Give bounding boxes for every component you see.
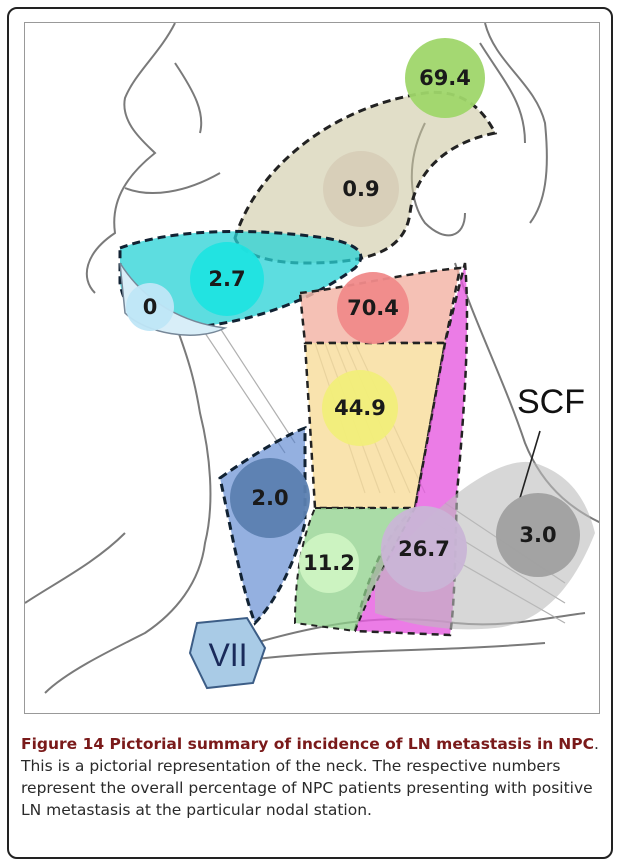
node-retropharyngeal-label: 69.4: [419, 66, 471, 90]
node-submandibular: 2.7: [190, 242, 264, 316]
node-mid-jugular-label: 44.9: [334, 396, 386, 420]
node-upper-jugular-circle: [337, 272, 409, 344]
node-mid-jugular-circle: [322, 370, 398, 446]
node-anterior-circle: [230, 458, 310, 538]
node-submandibular-circle: [190, 242, 264, 316]
node-submental: 0: [126, 283, 174, 331]
node-lower-jugular-label: 11.2: [303, 551, 355, 575]
scf-label: SCF: [517, 383, 585, 421]
node-anterior: 2.0: [230, 458, 310, 538]
node-upper-jugular: 70.4: [337, 272, 409, 344]
node-submandibular-label: 2.7: [208, 267, 245, 291]
node-supraclavicular-circle: [496, 493, 580, 577]
node-anterior-label: 2.0: [251, 486, 288, 510]
caption-text: . This is a pictorial representation of …: [21, 735, 599, 819]
node-upper-jugular-label: 70.4: [347, 296, 399, 320]
node-parotid: 0.9: [323, 151, 399, 227]
vii-label: VII: [208, 637, 247, 673]
vii-region: [188, 616, 267, 690]
node-submental-circle: [126, 283, 174, 331]
node-parotid-circle: [323, 151, 399, 227]
node-posterior: 26.7: [381, 506, 467, 592]
node-submental-label: 0: [143, 295, 158, 319]
caption-title: Figure 14 Pictorial summary of incidence…: [21, 735, 554, 753]
node-lower-jugular-circle: [299, 533, 359, 593]
neck-diagram: 0 2.7 0.9 69.4 70.4 44.9 2.0 11.2: [24, 22, 600, 714]
node-supraclavicular: 3.0: [496, 493, 580, 577]
caption-title-npc: NPC: [558, 735, 594, 753]
node-lower-jugular: 11.2: [299, 533, 359, 593]
node-supraclavicular-label: 3.0: [519, 523, 556, 547]
figure-caption: Figure 14 Pictorial summary of incidence…: [21, 733, 605, 821]
node-posterior-label: 26.7: [398, 537, 450, 561]
node-parotid-label: 0.9: [342, 177, 379, 201]
node-retropharyngeal-circle: [405, 38, 485, 118]
scf-pointer-line: [519, 430, 541, 499]
node-mid-jugular: 44.9: [322, 370, 398, 446]
node-retropharyngeal: 69.4: [405, 38, 485, 118]
node-posterior-circle: [381, 506, 467, 592]
neck-illustration: 0 2.7 0.9 69.4 70.4 44.9 2.0 11.2: [25, 23, 599, 694]
